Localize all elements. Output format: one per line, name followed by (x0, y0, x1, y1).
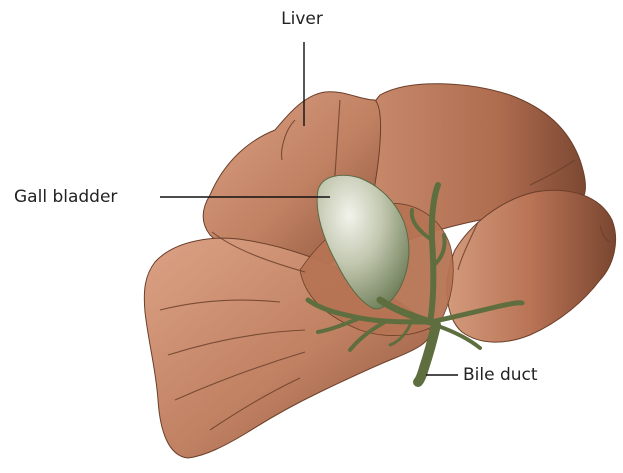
liver-label: Liver (281, 9, 323, 29)
gall-bladder-label: Gall bladder (14, 187, 117, 207)
bile-duct-label: Bile duct (463, 365, 538, 385)
